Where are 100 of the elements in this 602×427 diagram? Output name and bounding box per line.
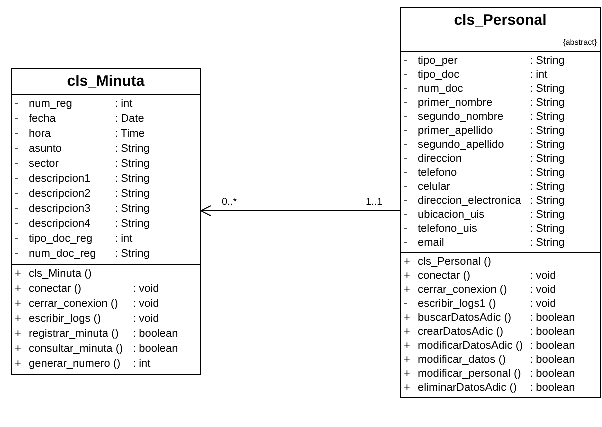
member-name: eliminarDatosAdic () [418, 380, 518, 396]
member-name: crearDatosAdic () [418, 324, 505, 340]
member-type: : Time [115, 127, 145, 142]
member-name: direccion_electronica [418, 194, 522, 209]
member-type: : int [530, 68, 548, 83]
visibility-marker: + [15, 312, 22, 328]
stereotype: {abstract} [563, 37, 597, 49]
visibility-marker: + [404, 268, 412, 284]
member-type: : int [115, 97, 133, 112]
visibility-marker: - [404, 152, 409, 167]
visibility-marker: - [404, 166, 409, 181]
member-name: tipo_per [418, 54, 459, 69]
member-type: : String [530, 222, 565, 237]
member-name: cls_Minuta () [29, 267, 93, 282]
member-name: escribir_logs1 () [418, 296, 498, 312]
multiplicity-label: 1..1 [366, 197, 383, 209]
member-name: telefono_uis [418, 222, 478, 237]
visibility-marker: - [15, 217, 20, 232]
member-name: modificarDatosAdic () [418, 338, 524, 354]
visibility-marker: - [404, 96, 409, 111]
member-name: sector [29, 157, 60, 172]
member-type: : Date [115, 112, 144, 128]
member-type: : int [115, 232, 133, 248]
member-type: : String [115, 247, 150, 262]
member-type: : void [530, 282, 556, 298]
member-name: modificar_datos () [418, 352, 508, 368]
visibility-marker: - [15, 157, 20, 172]
visibility-marker: - [15, 232, 20, 248]
visibility-marker: - [15, 112, 20, 128]
member-name: conectar () [418, 268, 472, 284]
member-type: : String [530, 138, 565, 153]
visibility-marker: + [15, 357, 22, 372]
visibility-marker: + [404, 310, 412, 326]
visibility-marker: + [404, 366, 412, 382]
member-type: : String [530, 208, 565, 223]
member-name: cls_Personal () [418, 254, 492, 270]
member-name: descripcion2 [29, 187, 92, 202]
member-type: : void [530, 296, 556, 312]
member-type: : String [530, 96, 565, 111]
visibility-marker: - [15, 187, 20, 202]
member-name: asunto [29, 142, 64, 158]
member-type: : boolean [133, 342, 178, 358]
member-type: : String [530, 180, 565, 195]
member-name: modificar_personal () [418, 366, 522, 382]
member-type: : String [530, 82, 565, 97]
member-name: segundo_nombre [418, 110, 505, 125]
multiplicity-label: 0..* [222, 197, 238, 209]
member-type: : int [133, 357, 151, 372]
visibility-marker: + [404, 324, 412, 340]
member-name: registrar_minuta () [29, 327, 120, 342]
association-arrow [200, 206, 400, 216]
member-name: ubicacion_uis [418, 208, 486, 223]
member-name: email [418, 236, 446, 251]
member-type: : String [530, 152, 565, 167]
member-name: conectar () [29, 282, 83, 298]
member-name: num_doc_reg [29, 247, 98, 262]
member-name: celular [418, 180, 452, 195]
visibility-marker: - [404, 296, 409, 312]
visibility-marker: + [404, 254, 412, 270]
member-name: fecha [29, 112, 57, 128]
visibility-marker: + [15, 297, 22, 312]
visibility-marker: - [404, 138, 409, 153]
visibility-marker: - [404, 180, 409, 195]
visibility-marker: + [404, 282, 412, 298]
member-type: : String [115, 142, 150, 158]
member-name: segundo_apellido [418, 138, 506, 153]
member-type: : String [530, 194, 565, 209]
member-type: : String [115, 202, 150, 218]
member-name: primer_nombre [418, 96, 494, 111]
member-name: hora [29, 127, 52, 142]
visibility-marker: - [404, 82, 409, 97]
visibility-marker: + [15, 282, 22, 298]
member-name: num_doc [418, 82, 464, 97]
member-name: cerrar_conexion () [29, 297, 120, 312]
member-type: : String [530, 110, 565, 125]
member-name: primer_apellido [418, 124, 494, 139]
member-type: : boolean [530, 352, 576, 368]
member-name: telefono [418, 166, 458, 181]
member-type: : String [115, 157, 150, 172]
visibility-marker: - [404, 236, 409, 251]
class-name: cls_Minuta [67, 72, 145, 92]
visibility-marker: - [15, 97, 20, 112]
member-name: num_reg [29, 97, 74, 112]
visibility-marker: + [15, 267, 22, 282]
member-type: : String [530, 124, 565, 139]
class-box [11, 68, 201, 375]
visibility-marker: - [404, 222, 409, 237]
member-type: : boolean [133, 327, 178, 342]
member-name: descripcion3 [29, 202, 92, 218]
member-name: generar_numero () [29, 357, 122, 372]
visibility-marker: - [404, 208, 409, 223]
visibility-marker: + [404, 352, 412, 368]
visibility-marker: - [404, 124, 409, 139]
member-type: : void [133, 312, 160, 328]
member-type: : String [115, 187, 150, 202]
member-name: direccion [418, 152, 464, 167]
member-type: : boolean [530, 310, 576, 326]
visibility-marker: - [404, 194, 409, 209]
member-type: : void [530, 268, 556, 284]
member-name: consultar_minuta () [29, 342, 124, 358]
